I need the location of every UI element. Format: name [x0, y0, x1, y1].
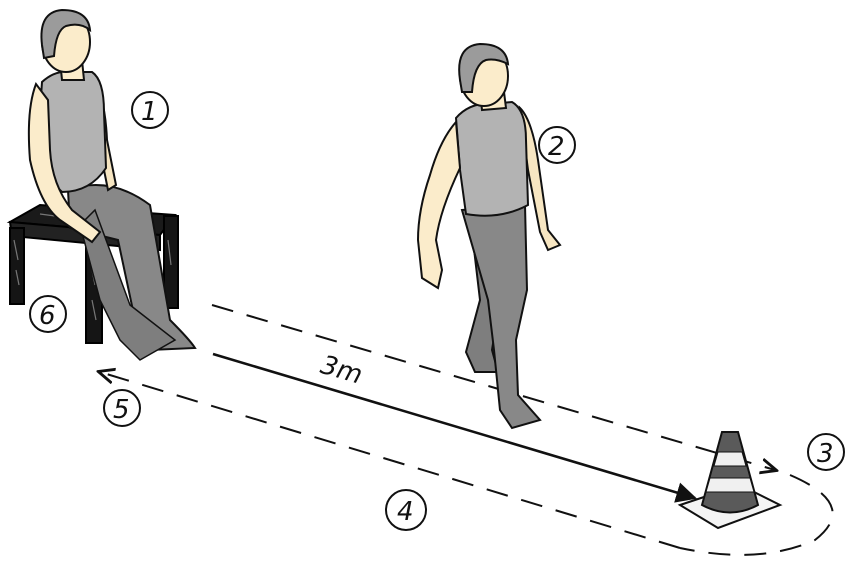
step-marker-5: 5	[104, 390, 140, 426]
step-marker-2: 2	[539, 127, 575, 163]
step-label-1: 1	[141, 97, 158, 127]
step-marker-6: 6	[30, 296, 66, 332]
step-marker-1: 1	[132, 92, 168, 128]
step-marker-4: 4	[386, 490, 426, 530]
step-label-2: 2	[548, 132, 565, 162]
step-marker-3: 3	[808, 434, 844, 470]
step-label-5: 5	[113, 395, 130, 425]
step-label-3: 3	[817, 439, 834, 469]
step-label-4: 4	[397, 497, 414, 527]
walking-person	[418, 44, 560, 428]
step-label-6: 6	[39, 301, 56, 331]
distance-label: 3m	[317, 350, 366, 390]
traffic-cone	[680, 432, 780, 528]
